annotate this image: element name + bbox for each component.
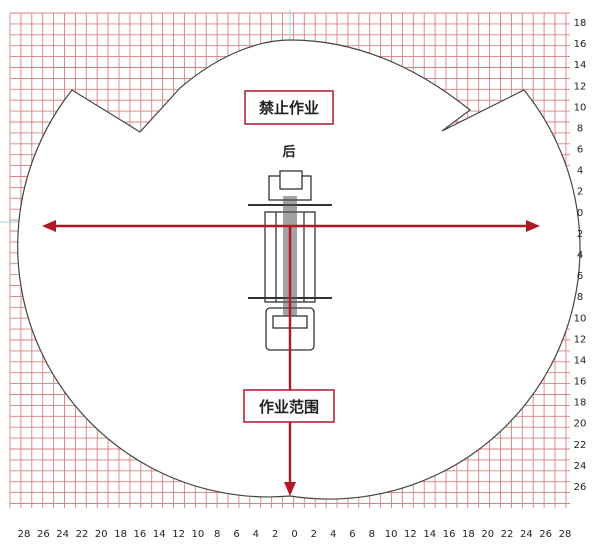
x-tick-label: 2 [311,529,317,540]
width-arrow-right-head [526,220,540,232]
y-tick-label: 6 [577,271,583,282]
label-working-range: 作业范围 [243,389,335,423]
x-tick-label: 4 [253,529,259,540]
y-tick-label: 16 [574,39,587,50]
y-tick-label: 10 [574,102,587,113]
label-forbidden-text: 禁止作业 [259,99,319,117]
x-tick-label: 12 [404,529,417,540]
dimension-arrows [42,220,540,496]
x-tick-label: 14 [423,529,436,540]
x-tick-label: 8 [369,529,375,540]
y-tick-label: 8 [577,123,583,134]
y-tick-label: 6 [577,145,583,156]
x-tick-label: 20 [481,529,494,540]
width-arrow-left-head [42,220,56,232]
x-tick-label: 24 [520,529,533,540]
y-tick-label: 4 [577,166,583,177]
y-tick-label: 26 [574,482,587,493]
y-tick-label: 8 [577,292,583,303]
y-tick-label: 2 [577,229,583,240]
y-tick-label: 12 [574,81,587,92]
x-tick-label: 4 [330,529,336,540]
y-tick-label: 18 [574,398,587,409]
y-tick-label: 4 [577,250,583,261]
x-tick-label: 28 [559,529,572,540]
label-working-range-box [243,389,335,423]
x-tick-label: 20 [95,529,108,540]
y-tick-label: 10 [574,313,587,324]
y-tick-label: 0 [577,208,583,219]
vehicle-rear-cap [279,170,303,190]
x-tick-label: 26 [539,529,552,540]
x-tick-label: 8 [214,529,220,540]
x-tick-label: 6 [233,529,239,540]
x-tick-label: 10 [192,529,205,540]
x-tick-label: 22 [501,529,514,540]
label-forbidden-box [244,90,334,125]
y-tick-label: 24 [574,461,587,472]
x-tick-label: 6 [349,529,355,540]
y-tick-label: 2 [577,187,583,198]
label-working-range-text: 作业范围 [259,398,319,416]
y-tick-label: 20 [574,419,587,430]
x-tick-label: 10 [385,529,398,540]
x-tick-label: 22 [76,529,89,540]
x-tick-label: 14 [153,529,166,540]
x-tick-label: 18 [114,529,127,540]
x-tick-label: 16 [134,529,147,540]
x-tick-label: 26 [37,529,50,540]
x-tick-label: 18 [462,529,475,540]
x-tick-label: 2 [272,529,278,540]
y-tick-label: 16 [574,377,587,388]
y-tick-label: 12 [574,334,587,345]
x-tick-label: 0 [291,529,297,540]
x-tick-label: 28 [18,529,31,540]
depth-arrow-head [284,482,296,496]
x-tick-label: 24 [56,529,69,540]
label-forbidden: 禁止作业 [244,90,334,125]
y-tick-label: 14 [574,60,587,71]
x-tick-label: 16 [443,529,456,540]
y-tick-label: 14 [574,355,587,366]
x-tick-label: 12 [172,529,185,540]
label-rear: 后 [282,144,295,160]
y-tick-label: 22 [574,440,587,451]
y-tick-label: 18 [574,18,587,29]
